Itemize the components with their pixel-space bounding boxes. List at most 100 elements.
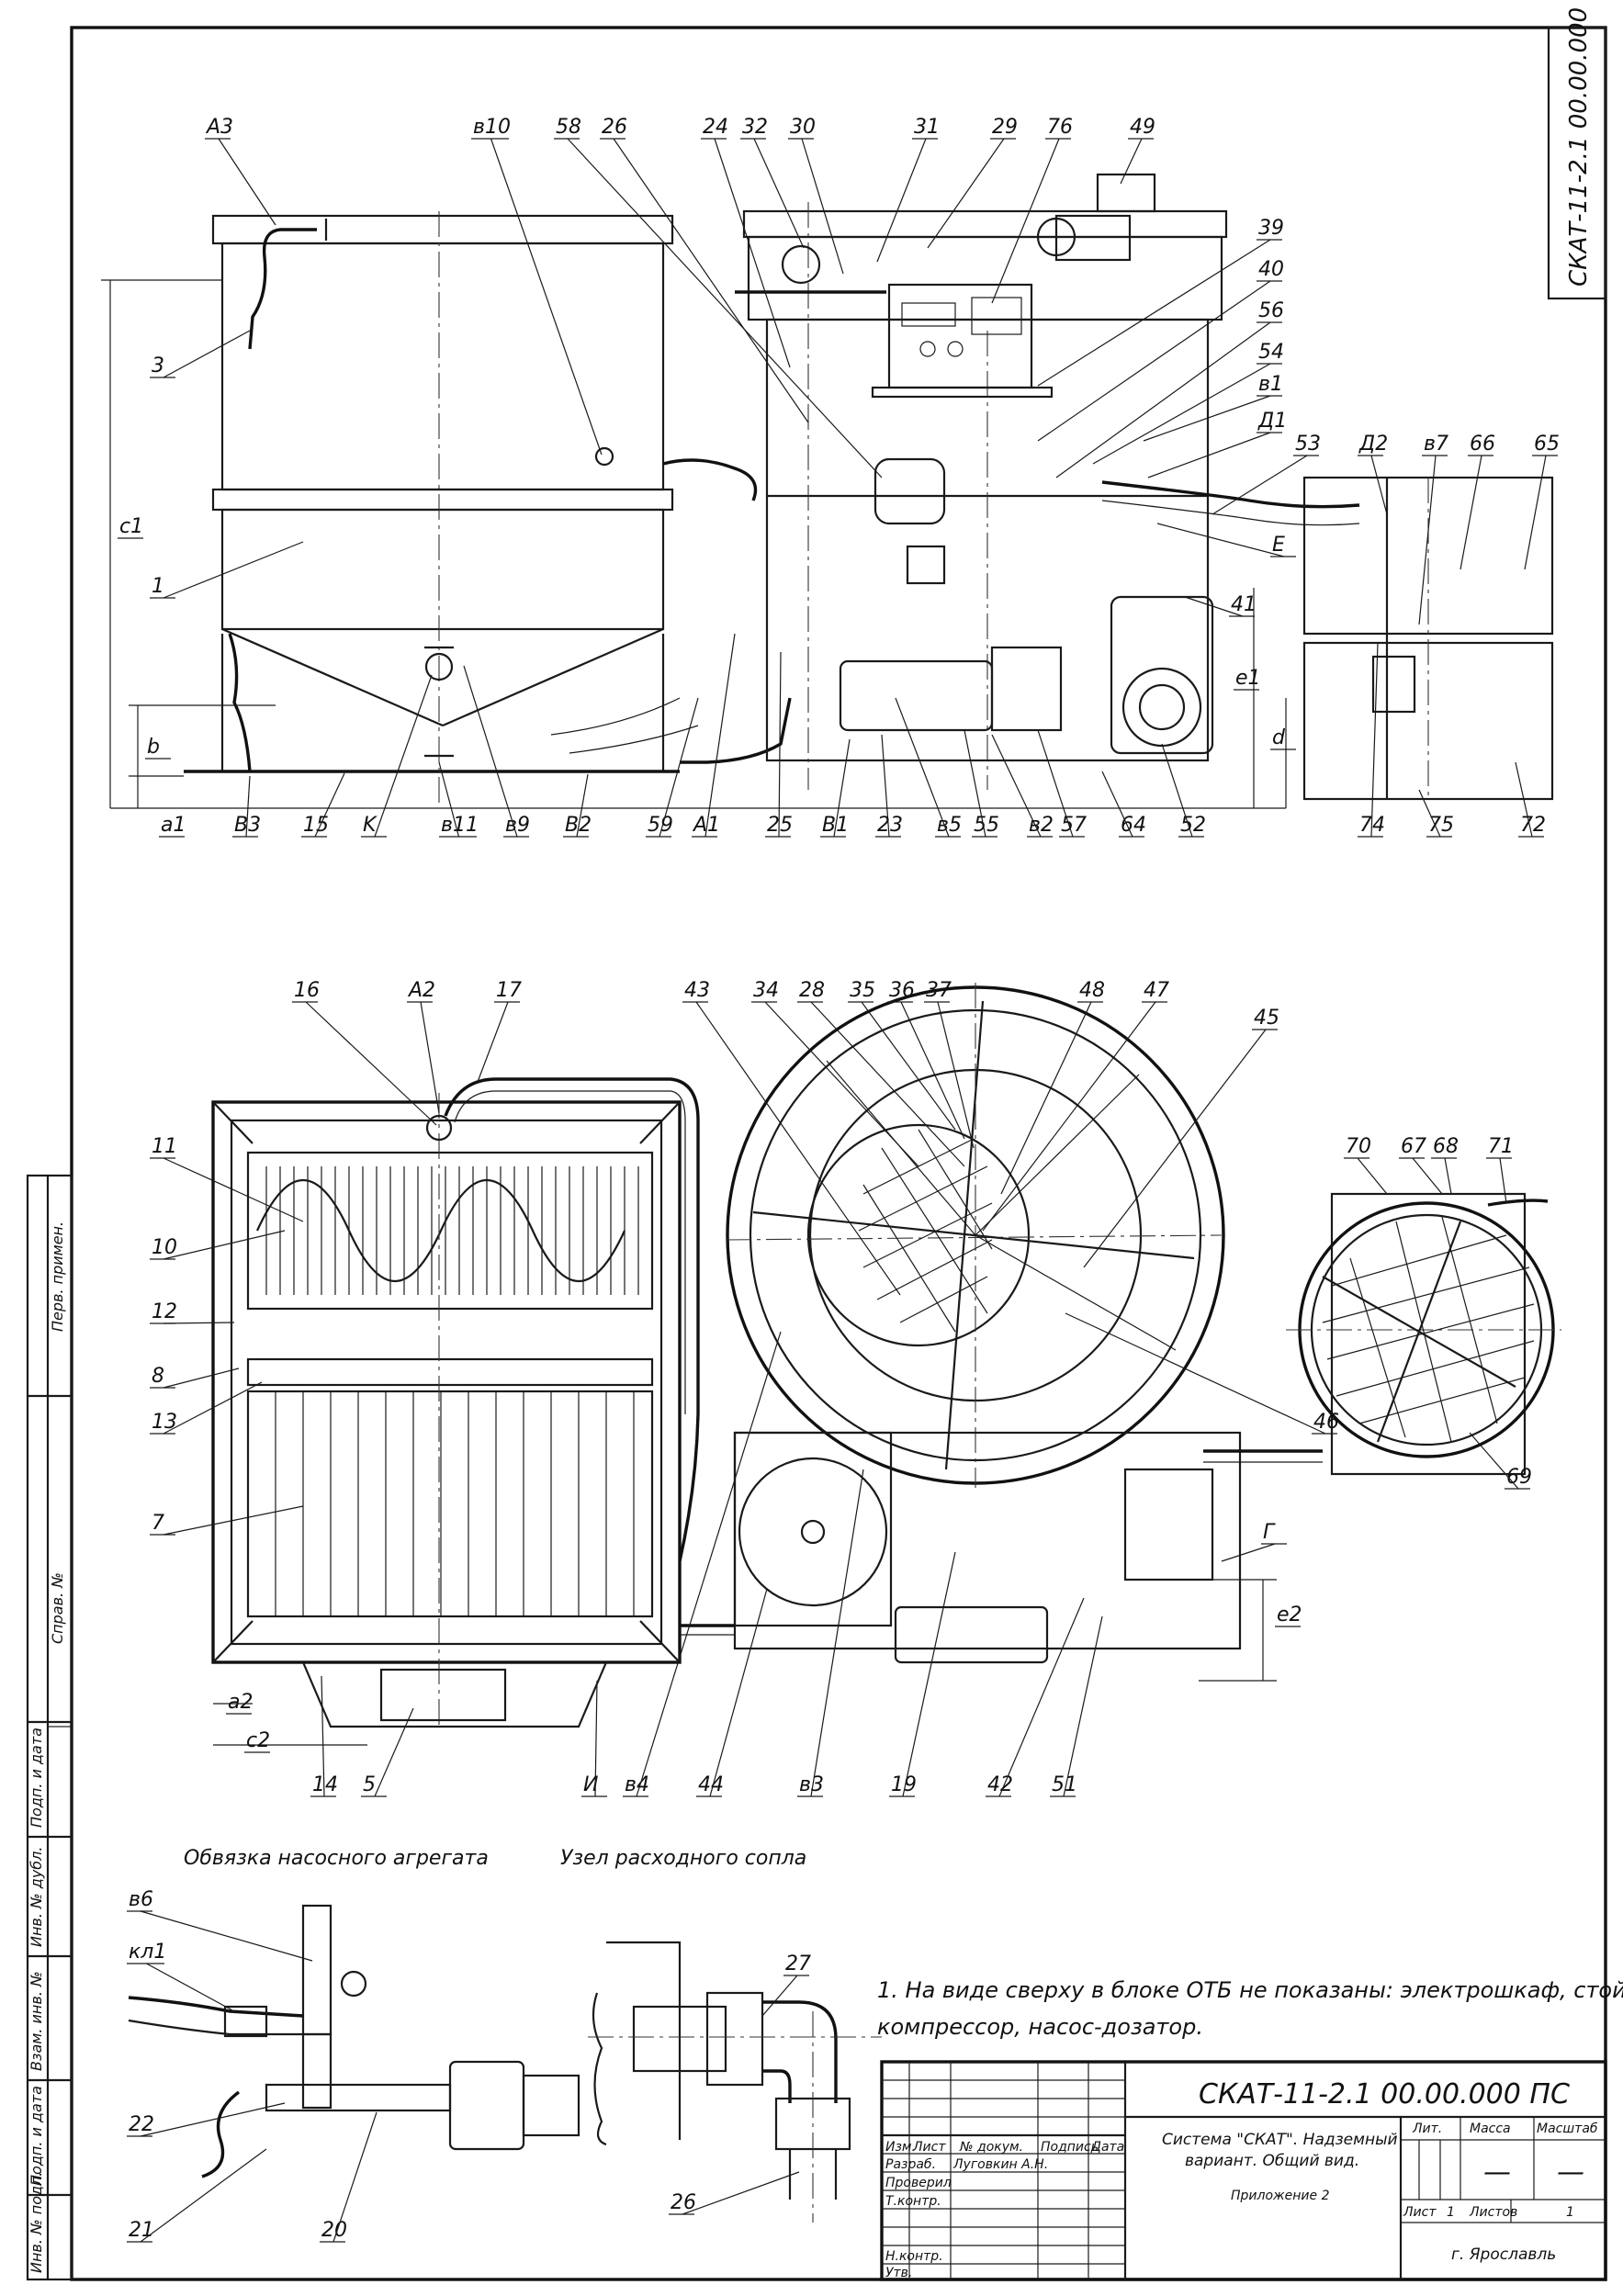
leader-line bbox=[861, 1001, 956, 1131]
leader-line bbox=[163, 1367, 240, 1389]
nozzle-detail bbox=[588, 1941, 882, 2223]
callout-label: 43 bbox=[684, 979, 710, 1002]
leader-line bbox=[810, 1001, 965, 1167]
callout-label: Д2 bbox=[1358, 433, 1388, 456]
leader-line bbox=[1037, 280, 1271, 442]
callout-label: кл1 bbox=[129, 1941, 166, 1964]
leader-line bbox=[463, 665, 518, 838]
title-description-2: вариант. Общий вид. bbox=[1185, 2152, 1359, 2170]
leader-line bbox=[1147, 432, 1271, 478]
callout-label: в2 bbox=[1029, 814, 1054, 837]
callout-label: А3 bbox=[205, 116, 233, 139]
col-header: Изм. bbox=[885, 2140, 916, 2155]
leader-line bbox=[420, 1001, 440, 1114]
callout-label: в11 bbox=[441, 814, 479, 837]
callout-label: 70 bbox=[1346, 1135, 1371, 1158]
title-appendix: Приложение 2 bbox=[1231, 2189, 1330, 2203]
callout-label: 15 bbox=[303, 814, 329, 837]
sheet-label: Лист bbox=[1403, 2205, 1437, 2220]
mass-label: Масса bbox=[1470, 2122, 1511, 2136]
leader-line bbox=[764, 1001, 919, 1167]
scale-value: — bbox=[1557, 2156, 1584, 2189]
leader-line bbox=[810, 1469, 864, 1797]
callout-label: 49 bbox=[1130, 116, 1155, 139]
callout-label: a1 bbox=[161, 814, 186, 837]
leader-line bbox=[1063, 1615, 1103, 1797]
callout-label: 57 bbox=[1061, 814, 1087, 837]
callout-label: 14 bbox=[312, 1773, 338, 1796]
leader-line bbox=[1357, 1157, 1388, 1195]
leader-line bbox=[1418, 455, 1437, 625]
leader-line bbox=[964, 729, 986, 838]
callout-label: 39 bbox=[1258, 217, 1284, 240]
callout-label: b bbox=[147, 736, 160, 759]
note-line-2: компрессор, насос-дозатор. bbox=[877, 2014, 1203, 2040]
callout-label: d bbox=[1272, 726, 1286, 749]
callout-label: 13 bbox=[152, 1411, 177, 1434]
leader-line bbox=[1515, 761, 1533, 838]
leader-line bbox=[163, 1505, 304, 1536]
leader-line bbox=[314, 772, 345, 838]
title-description-1: Система "СКАТ". Надземный bbox=[1162, 2131, 1398, 2149]
leader-line bbox=[881, 734, 890, 838]
side-label: Подп. и дата bbox=[28, 1728, 45, 1828]
leader-line bbox=[801, 138, 844, 275]
callout-label: 52 bbox=[1180, 814, 1206, 837]
callout-label: в10 bbox=[473, 116, 511, 139]
leader-line bbox=[1120, 138, 1143, 185]
callout-label: c1 bbox=[119, 515, 143, 538]
callout-label: А2 bbox=[407, 979, 435, 1002]
leader-line bbox=[594, 1680, 598, 1797]
leader-line bbox=[1412, 1157, 1443, 1195]
leader-line bbox=[1370, 455, 1388, 515]
side-label: Подп. и дата bbox=[28, 2086, 45, 2186]
leader-line bbox=[895, 697, 950, 838]
leader-line bbox=[1161, 743, 1193, 838]
nozzle-section-title: Узел расходного сопла bbox=[560, 1847, 806, 1870]
leader-line bbox=[374, 1707, 414, 1797]
leader-line bbox=[1037, 239, 1271, 387]
callout-label: 25 bbox=[767, 814, 793, 837]
role-label: Н.контр. bbox=[885, 2249, 943, 2264]
leader-line bbox=[218, 138, 276, 226]
callout-label: 69 bbox=[1506, 1466, 1532, 1489]
city: г. Ярославль bbox=[1451, 2245, 1556, 2264]
role-label: Т.контр. bbox=[885, 2194, 941, 2209]
role-label: Утв. bbox=[885, 2266, 912, 2280]
leader-line bbox=[778, 651, 782, 838]
mass-value: — bbox=[1483, 2156, 1511, 2189]
lamella bbox=[275, 1391, 635, 1616]
callout-label: 21 bbox=[129, 2219, 154, 2242]
callout-label: 37 bbox=[926, 979, 952, 1002]
callout-label: 7 bbox=[152, 1512, 164, 1535]
callout-label: e2 bbox=[1277, 1604, 1302, 1626]
callout-label: 68 bbox=[1433, 1135, 1459, 1158]
callout-label: 3 bbox=[152, 355, 164, 377]
col-header: Дата bbox=[1090, 2140, 1124, 2155]
callout-label: 65 bbox=[1534, 433, 1560, 456]
leader-line bbox=[576, 773, 589, 838]
lit-label: Лит. bbox=[1412, 2122, 1442, 2136]
callout-label: 64 bbox=[1121, 814, 1146, 837]
callout-label: a2 bbox=[228, 1691, 253, 1714]
leader-line bbox=[1065, 1312, 1326, 1435]
callout-label: 54 bbox=[1258, 341, 1284, 364]
callout-label: В2 bbox=[565, 814, 592, 837]
leader-line bbox=[1037, 729, 1074, 838]
leader-line bbox=[438, 761, 460, 838]
leader-line bbox=[704, 633, 736, 838]
leader-line bbox=[140, 2148, 267, 2243]
callout-label: 40 bbox=[1258, 258, 1284, 281]
callout-label: 5 bbox=[363, 1773, 376, 1796]
callout-label: И bbox=[583, 1773, 598, 1796]
side-label: Инв. № подл. bbox=[28, 2172, 45, 2273]
callout-label: e1 bbox=[1235, 667, 1261, 690]
leader-line bbox=[163, 1381, 263, 1435]
leader-line bbox=[567, 138, 883, 478]
front-view bbox=[101, 173, 1554, 809]
callout-label: 31 bbox=[914, 116, 940, 139]
callout-label: 30 bbox=[790, 116, 816, 139]
